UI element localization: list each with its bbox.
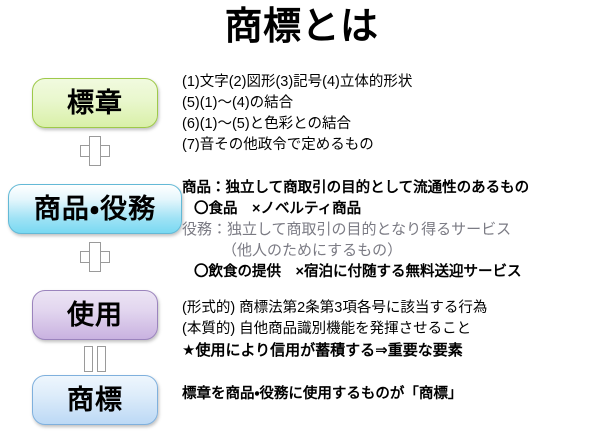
- box-shohin-ekimu-label: 商品・役務: [33, 193, 157, 224]
- plus-center-fill: [90, 252, 100, 262]
- equals-bar-bottom: [97, 346, 106, 372]
- description-line: 商品：独立して商取引の目的として流通性のあるもの: [182, 180, 530, 196]
- description-line: (7)音その他政令で定めるもの: [182, 137, 374, 153]
- box-hyosho: 標章: [32, 78, 158, 128]
- description-line: 〇飲食の提供 ×宿泊に付随する無料送迎サービス: [194, 264, 522, 280]
- plus-center-fill: [90, 146, 100, 156]
- description-shohyo: 標章を商品・役務に使用するものが「商標」: [182, 384, 603, 405]
- description-line: （他人のためにするもの）: [222, 243, 403, 259]
- equals-bar-top: [84, 346, 93, 372]
- description-line: (形式的) 商標法第2条第3項各号に該当する行為: [182, 300, 488, 316]
- plus-connector-1: [80, 136, 110, 166]
- box-shohyo-label: 商標: [67, 384, 123, 415]
- box-shohyo: 商標: [32, 375, 158, 425]
- box-shiyo: 使用: [32, 290, 158, 340]
- equals-connector: [83, 346, 107, 372]
- description-line: (本質的) 自他商品識別機能を発揮させること: [182, 321, 472, 337]
- description-line: 〇食品 ×ノベルティ商品: [194, 201, 362, 217]
- box-shiyo-label: 使用: [67, 299, 123, 330]
- box-shohin-ekimu: 商品・役務: [8, 184, 182, 234]
- description-line: 標章を商品・役務に使用するものが「商標」: [182, 386, 463, 402]
- description-shohin-ekimu: 商品：独立して商取引の目的として流通性のあるもの 〇食品 ×ノベルティ商品 役務…: [182, 178, 603, 283]
- description-line: (1)文字(2)図形(3)記号(4)立体的形状: [182, 74, 413, 90]
- description-line: (6)(1)～(5)と色彩との結合: [182, 116, 352, 132]
- description-hyosho: (1)文字(2)図形(3)記号(4)立体的形状 (5)(1)～(4)の結合 (6…: [182, 72, 603, 156]
- description-line: ★使用により信用が蓄積する⇒重要な要素: [182, 342, 463, 359]
- description-line: 役務：独立して商取引の目的となり得るサービス: [182, 222, 512, 238]
- description-shiyo: (形式的) 商標法第2条第3項各号に該当する行為 (本質的) 自他商品識別機能を…: [182, 298, 603, 361]
- description-line: (5)(1)～(4)の結合: [182, 95, 294, 111]
- plus-connector-2: [80, 242, 110, 272]
- box-hyosho-label: 標章: [67, 87, 123, 118]
- page-title: 商標とは: [224, 6, 379, 48]
